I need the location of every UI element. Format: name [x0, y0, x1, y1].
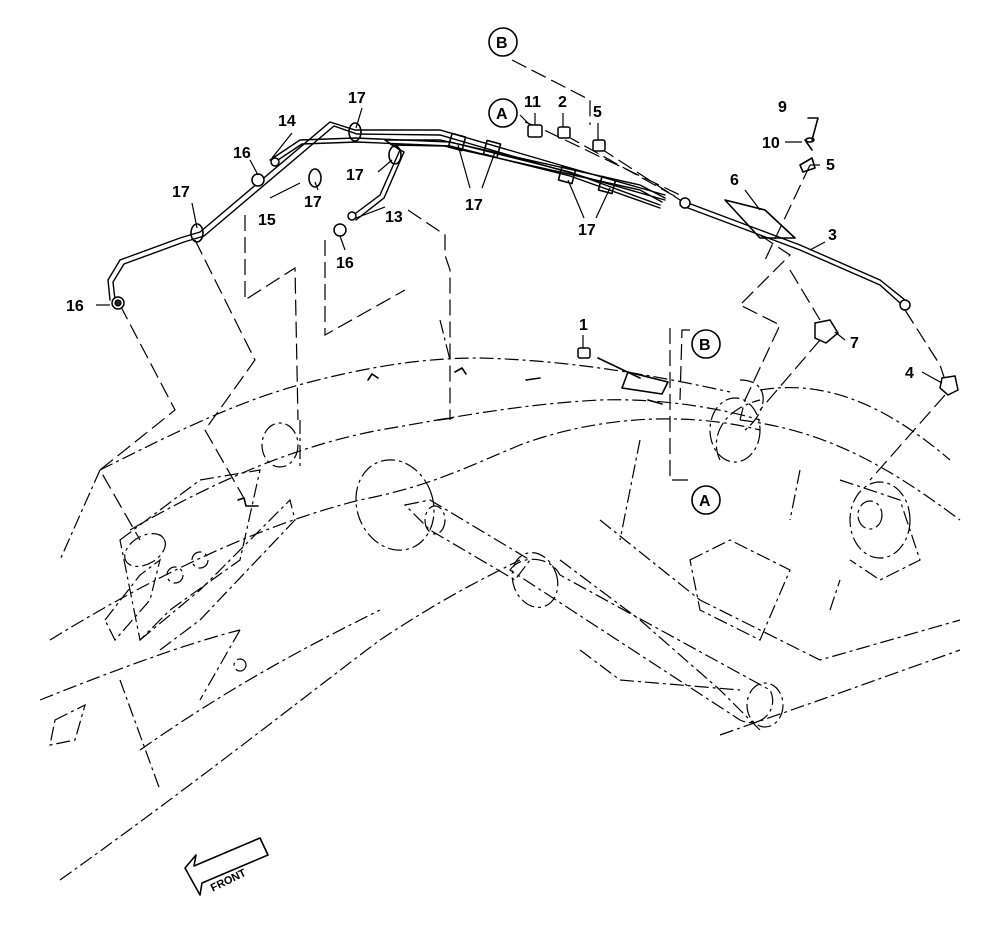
- leader-lines: [99, 59, 946, 541]
- boom-outline: [39, 319, 961, 881]
- callout-11: 11: [524, 94, 541, 111]
- hydraulic-pipes: [107, 121, 906, 306]
- callout-16: 16: [336, 255, 354, 272]
- boom-pin-bracket: [261, 397, 921, 581]
- reference-a-top: A: [488, 98, 518, 128]
- svg-text:B: B: [496, 35, 508, 52]
- callout-9: 9: [778, 99, 787, 116]
- part-callouts: 16 17 16 14 17 17 17 15 13 16 17 17 11 2…: [66, 90, 914, 382]
- callout-17: 17: [304, 194, 322, 211]
- callout-6: 6: [730, 172, 739, 189]
- callout-17: 17: [172, 184, 190, 201]
- reference-markers: B A B A: [488, 27, 721, 515]
- callout-4: 4: [905, 365, 914, 382]
- callout-15: 15: [258, 212, 276, 229]
- callout-13: 13: [385, 209, 403, 226]
- callout-10: 10: [762, 135, 780, 152]
- reference-b-top: B: [488, 27, 518, 57]
- fittings: [111, 117, 959, 396]
- svg-text:A: A: [496, 106, 508, 123]
- callout-1: 1: [579, 317, 588, 334]
- callout-2: 2: [558, 94, 567, 111]
- front-direction-arrow: FRONT: [184, 837, 269, 896]
- callout-17: 17: [465, 197, 483, 214]
- callout-5: 5: [593, 104, 602, 121]
- reference-b-mid: B: [691, 329, 721, 359]
- callout-17: 17: [348, 90, 366, 107]
- callout-17: 17: [346, 167, 364, 184]
- callout-leaders: [96, 107, 943, 384]
- callout-14: 14: [278, 113, 296, 130]
- callout-7: 7: [850, 335, 859, 352]
- callout-16: 16: [233, 145, 251, 162]
- callout-16: 16: [66, 298, 84, 315]
- svg-text:B: B: [699, 337, 711, 354]
- callout-17: 17: [578, 222, 596, 239]
- callout-5: 5: [826, 157, 835, 174]
- callout-3: 3: [828, 227, 837, 244]
- boom-foot-bracket: [49, 469, 296, 746]
- svg-text:A: A: [699, 493, 711, 510]
- reference-a-bottom: A: [691, 485, 721, 515]
- boom-cylinder: [355, 459, 791, 728]
